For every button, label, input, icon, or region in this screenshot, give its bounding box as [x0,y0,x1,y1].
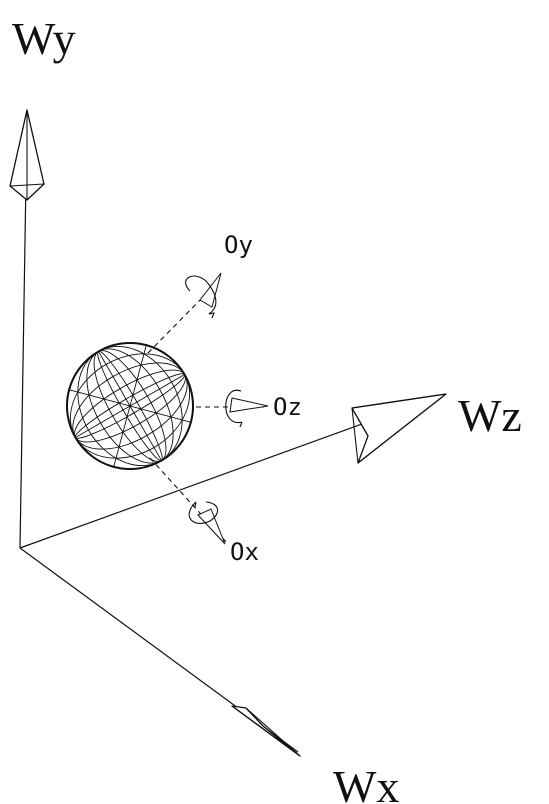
world-y-arrow-icon [9,109,45,201]
world-x-label: Wx [333,761,399,804]
world-z-label: Wz [458,390,522,441]
object-x-arrow-icon [188,501,226,545]
object-z-label: Oz [273,393,302,421]
object-y-arrow-icon [185,272,222,319]
world-z-arrow-icon [351,393,447,464]
object-y-axis-line [147,293,207,354]
world-x-arrow-icon [231,705,301,757]
object-axes [147,272,269,545]
object-x-axis-line [149,457,229,545]
wireframe-sphere-icon [66,342,194,470]
object-x-label: Ox [230,538,259,566]
world-y-label: Wy [12,13,76,64]
world-axes [9,109,447,757]
object-y-label: Oy [224,231,253,259]
object-z-arrow-icon [225,389,269,428]
